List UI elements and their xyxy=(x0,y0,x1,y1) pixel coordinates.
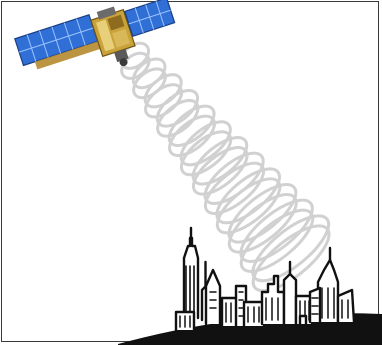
satellite-icon xyxy=(15,0,175,73)
right-solar-panel xyxy=(125,0,175,36)
signal-waves-icon xyxy=(116,38,338,301)
